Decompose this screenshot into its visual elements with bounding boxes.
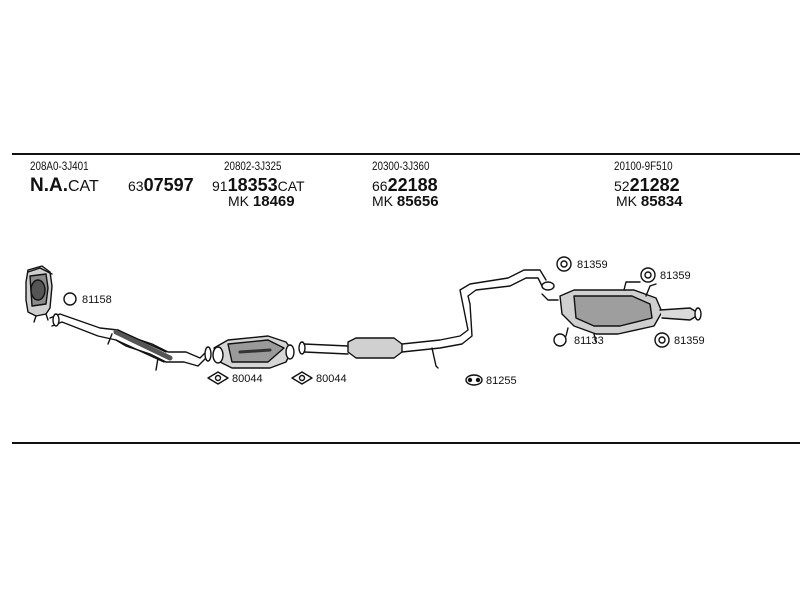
mk-value: 18469 (252, 193, 295, 210)
callout-label: 81255 (486, 375, 517, 387)
rubber-hanger-icon-right-top (640, 267, 656, 283)
mk-prefix: MK (372, 193, 393, 209)
part-designation-1: N.A.CAT (30, 176, 99, 195)
callout-label: 80044 (232, 373, 263, 385)
designation-suffix: CAT (68, 178, 99, 195)
mk-value: 85834 (640, 193, 683, 210)
bottom-divider (12, 442, 800, 444)
top-divider (12, 153, 800, 155)
part-number-prefix: 66 (372, 178, 388, 194)
mk-value: 85656 (396, 193, 439, 210)
gasket-icon-3 (291, 371, 313, 385)
mk-number-4: MK 85834 (616, 194, 683, 209)
callout-label: 81359 (660, 270, 691, 282)
part-number-prefix: 63 (128, 178, 144, 194)
rubber-hanger-icon-right-bottom (654, 332, 670, 348)
gasket-icon-2 (207, 371, 229, 385)
callout-label: 81158 (82, 294, 112, 306)
callout-label: 81133 (574, 335, 604, 347)
callout-label: 80044 (316, 373, 347, 385)
part-number-1: 6307597 (128, 176, 194, 195)
part-number-main: 07597 (143, 175, 194, 195)
mk-number-2: MK 18469 (228, 194, 295, 209)
part-number-main: 18353 (227, 175, 278, 195)
part-code-3: 20300-3J360 (372, 159, 430, 173)
mk-prefix: MK (228, 193, 249, 209)
part-number-2: 9118353CAT (212, 176, 305, 195)
part-code-1: 208A0-3J401 (30, 159, 89, 173)
callout-label: 81359 (674, 335, 705, 347)
part-code-4: 20100-9F510 (614, 159, 673, 173)
front-pipe (49, 313, 212, 371)
part-number-main: 21282 (629, 175, 680, 195)
hanger-icon-center (465, 374, 483, 386)
designation-main: N.A. (30, 175, 68, 196)
center-pipe (298, 269, 555, 369)
callout-label: 81359 (577, 259, 608, 271)
catalytic-converter (212, 335, 295, 369)
part-number-suffix: CAT (277, 178, 305, 194)
part-number-3: 6622188 (372, 176, 438, 195)
gasket-icon-1 (63, 292, 77, 306)
part-number-prefix: 52 (614, 178, 630, 194)
mk-prefix: MK (616, 193, 637, 209)
front-catalyst-unit (25, 265, 53, 323)
part-number-main: 22188 (387, 175, 438, 195)
rubber-hanger-icon-top (556, 256, 572, 272)
part-number-prefix: 91 (212, 178, 228, 194)
part-code-2: 20802-3J325 (224, 159, 282, 173)
part-number-4: 5221282 (614, 176, 680, 195)
clamp-ring-icon (553, 333, 567, 347)
rear-muffler (541, 281, 702, 343)
mk-number-3: MK 85656 (372, 194, 439, 209)
